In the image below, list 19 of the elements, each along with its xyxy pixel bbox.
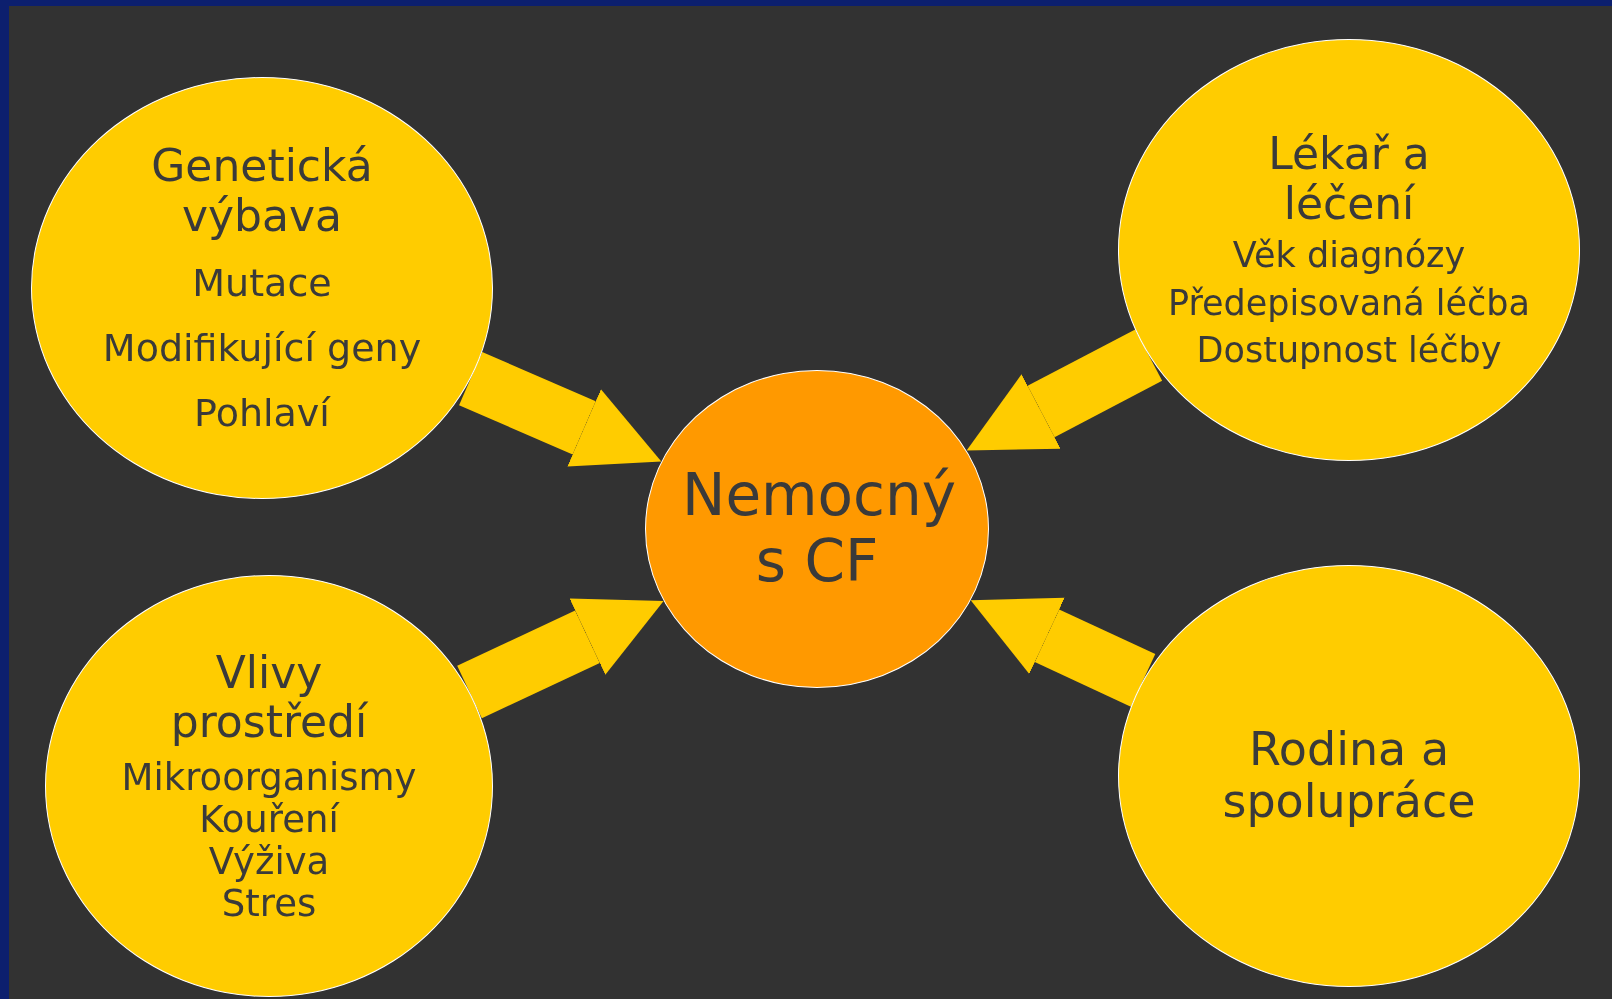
factor-text: Předepisovaná léčba (1167, 283, 1531, 324)
factor-text: Věk diagnózy (1232, 236, 1466, 276)
factor-text: Stres (221, 882, 317, 925)
factor-text: Mutace (192, 262, 332, 306)
block-arrow (966, 329, 1163, 451)
circle-heading: Vlivy prostředí (169, 647, 369, 748)
factor-text: Výživa (208, 840, 330, 883)
circle-heading: Lékař a léčení (1267, 128, 1431, 229)
circle-heading: Genetická výbava (150, 140, 374, 241)
block-arrow (457, 598, 664, 719)
factor-text: Pohlaví (194, 392, 330, 436)
factor-text: Mikroorganismy (121, 757, 417, 799)
circle-heading: Rodina a spolupráce (1221, 724, 1477, 828)
factor-text: Dostupnost léčby (1196, 331, 1502, 372)
factor-text: Kouření (199, 798, 339, 841)
factor-text: Modifikující geny (102, 327, 422, 371)
circle-heading: Nemocný s CF (682, 463, 952, 595)
block-arrow (970, 597, 1156, 707)
block-arrow (459, 352, 662, 467)
